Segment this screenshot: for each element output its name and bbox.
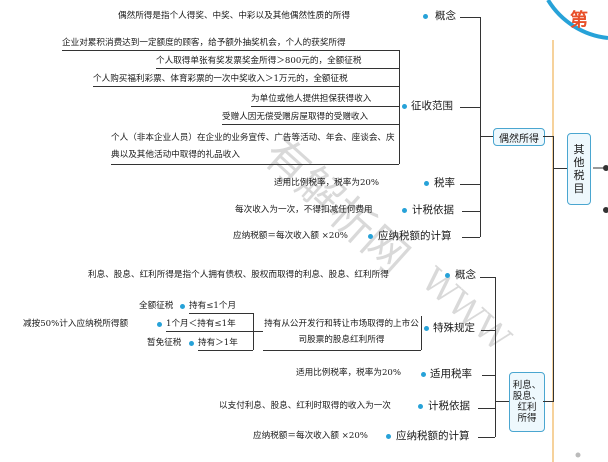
connector-spine <box>480 17 481 237</box>
connector <box>495 401 509 402</box>
bullet-dot <box>423 14 428 19</box>
connector <box>543 401 553 402</box>
item-text: 利息、股息、红利所得是指个人拥有债权、股权而取得的利息、股息、红利所得 <box>88 270 389 280</box>
bullet-dot <box>180 304 185 309</box>
item-text: 个人购买福利彩票、体育彩票的一次中奖收入＞1万元的，全额征税 <box>93 74 348 84</box>
branch-node-ouran: 偶然所得 <box>493 128 545 146</box>
connector <box>478 408 495 409</box>
main-node-char: 税 <box>573 169 585 182</box>
section-title: 应纳税额的计算 <box>378 230 452 242</box>
section-title: 适用税率 <box>430 368 472 380</box>
section-title: 征收范围 <box>411 100 453 112</box>
bullet-dot <box>421 372 426 377</box>
item-text: 偶然所得是指个人得奖、中奖、中彩以及其他偶然性质的所得 <box>118 11 351 21</box>
branch-label-line: 所得 <box>517 413 537 424</box>
underline <box>263 350 421 351</box>
bullet-dot <box>402 208 407 213</box>
cond-text: 1个月＜持有≤1年 <box>166 319 236 329</box>
underline <box>189 313 253 314</box>
main-node-box: 其 他 税 目 <box>567 133 591 205</box>
section-title: 概念 <box>435 10 456 22</box>
rule-text: 暂免征税 <box>147 338 182 348</box>
branch-label-line: 利息、 <box>512 380 542 391</box>
section-title: 概念 <box>455 269 476 281</box>
connector-spine <box>495 277 496 437</box>
connector <box>399 50 400 164</box>
connector <box>478 437 495 438</box>
bullet-dot <box>402 104 407 109</box>
bullet-dot <box>386 434 391 439</box>
bullet-dot <box>445 273 450 278</box>
item-text: 应纳税额＝每次收入额 ×20% <box>233 231 348 241</box>
connector <box>480 277 495 278</box>
connector <box>482 375 495 376</box>
chapter-glyph: 第 <box>570 10 588 31</box>
main-node-char: 他 <box>573 156 585 169</box>
connector-trunk <box>553 136 554 402</box>
branch-label: 偶然所得 <box>499 133 539 145</box>
item-text: 个人（非本企业人员）在企业的业务宣传、广告等活动、年会、座谈会、庆典以及其他活动… <box>111 133 395 160</box>
item-text: 受赠人因无偿受赠房屋取得的受赠收入 <box>222 112 369 122</box>
connector <box>481 330 495 331</box>
main-node-char: 目 <box>573 182 585 195</box>
bullet-dot <box>424 326 429 331</box>
item-text: 以支付利息、股息、红利时取得的收入为一次 <box>219 401 391 411</box>
underline <box>198 350 253 351</box>
item-text: 每次收入为一次，不得扣减任何费用 <box>235 205 373 215</box>
section-title: 计税依据 <box>412 204 454 216</box>
branch-label-line: 股息、 <box>512 391 542 402</box>
underline <box>93 86 399 87</box>
connector <box>460 17 480 18</box>
main-node-char: 其 <box>573 143 585 156</box>
connector <box>460 107 480 108</box>
underline <box>166 331 253 332</box>
connector <box>553 168 567 169</box>
underline <box>251 106 399 107</box>
bullet-dot <box>157 322 162 327</box>
section-title: 特殊规定 <box>433 322 475 334</box>
item-text: 应纳税额＝每次收入额 ×20% <box>253 431 368 441</box>
bullet-dot <box>418 404 423 409</box>
item-text: 企业对累积消费达到一定额度的顾客，给予额外抽奖机会，个人的获奖所得 <box>62 38 346 48</box>
branch-label-line: 红利 <box>517 402 537 413</box>
item-text: 为单位或他人提供担保获得收入 <box>251 94 372 104</box>
underline <box>222 124 399 125</box>
section-title: 计税依据 <box>428 400 470 412</box>
connector <box>460 184 480 185</box>
connector <box>462 237 480 238</box>
bullet-dot <box>368 234 373 239</box>
connector <box>421 316 422 350</box>
underline <box>111 164 399 165</box>
item-text: 适用比例税率，税率为20% <box>296 368 402 378</box>
item-text: 个人取得单张有奖发票奖金所得＞800元的，全额征税 <box>156 56 362 66</box>
underline <box>62 50 399 51</box>
section-title: 税率 <box>434 177 455 189</box>
connector <box>462 211 480 212</box>
item-text: 适用比例税率，税率为20% <box>274 178 380 188</box>
cond-text: 持有≤1个月 <box>189 301 237 311</box>
item-text: 持有从公开发行和转让市场取得的上市公司股票的股息红利所得 <box>264 319 419 345</box>
cond-text: 持有＞1年 <box>198 338 238 348</box>
connector <box>543 136 553 137</box>
rule-text: 全额征税 <box>139 301 174 311</box>
branch-node-lixi: 利息、 股息、 红利 所得 <box>509 372 545 432</box>
bullet-dot <box>189 341 194 346</box>
connector <box>480 136 493 137</box>
rule-text: 减按50%计入应纳税所得额 <box>23 319 129 329</box>
connector <box>253 331 263 332</box>
bullet-dot <box>424 181 429 186</box>
section-title: 应纳税额的计算 <box>396 430 470 442</box>
underline <box>156 68 399 69</box>
